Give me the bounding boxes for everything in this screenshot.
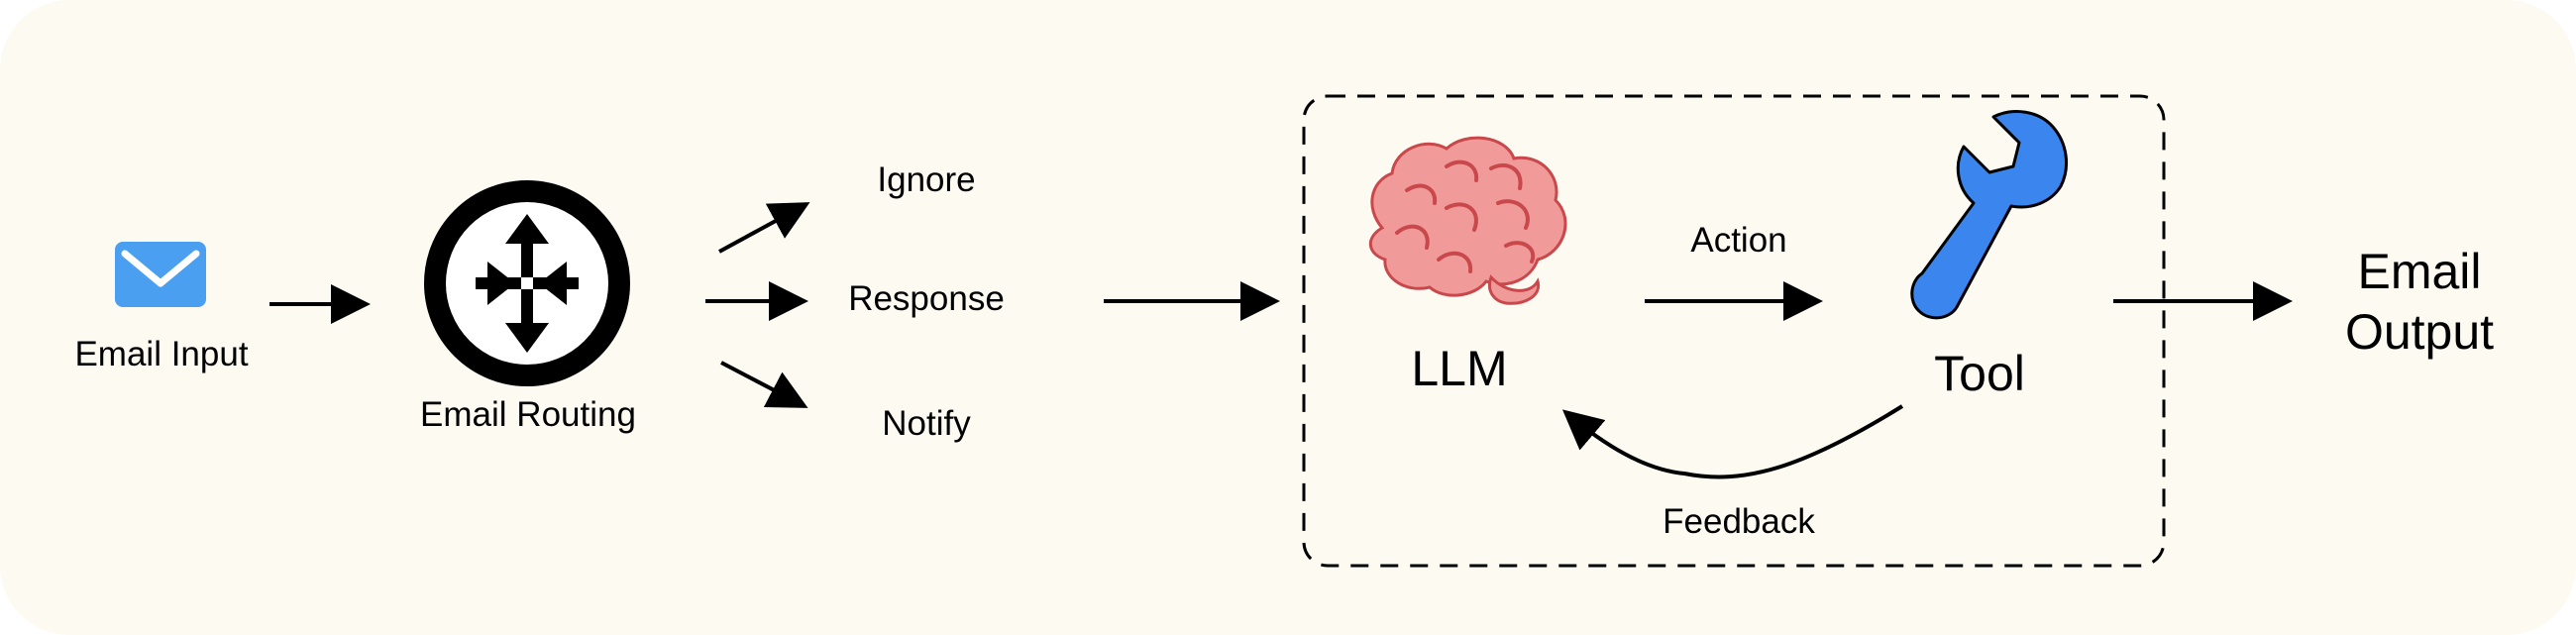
arrow-to-notify bbox=[720, 361, 808, 408]
node-label-tool: Tool bbox=[1934, 346, 2025, 401]
node-label-email-input: Email Input bbox=[74, 335, 249, 373]
route-label-ignore: Ignore bbox=[877, 160, 976, 199]
arrow-to-ignore bbox=[718, 202, 810, 254]
brain-icon bbox=[1368, 136, 1567, 305]
edge-label-action: Action bbox=[1690, 221, 1787, 260]
node-label-email-output: Email Output bbox=[2344, 244, 2495, 360]
route-label-response: Response bbox=[848, 279, 1005, 318]
wrench-icon bbox=[1910, 110, 2068, 320]
arrow-feedback bbox=[1561, 404, 1904, 479]
envelope-icon bbox=[115, 242, 206, 307]
node-label-llm: LLM bbox=[1411, 341, 1508, 396]
router-icon bbox=[424, 180, 630, 386]
edge-label-feedback: Feedback bbox=[1663, 502, 1815, 541]
node-label-email-routing: Email Routing bbox=[420, 395, 636, 434]
route-label-notify: Notify bbox=[882, 404, 971, 443]
